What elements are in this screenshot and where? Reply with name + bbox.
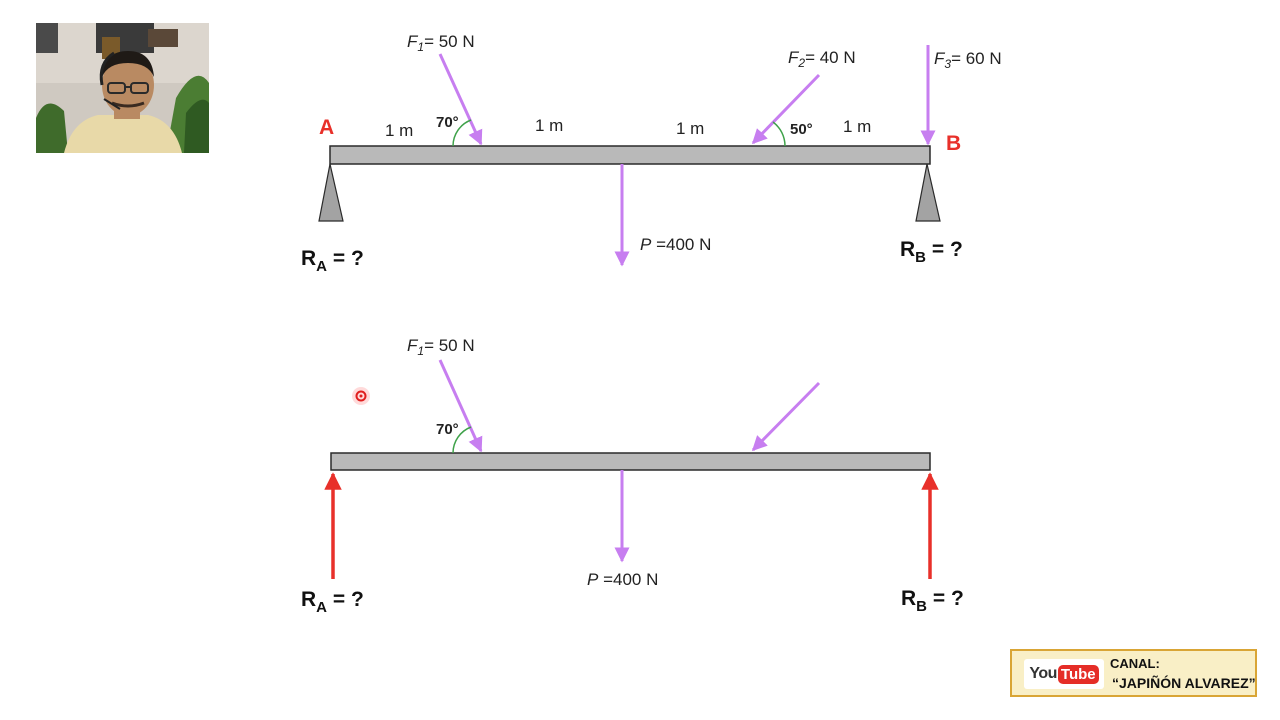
- force-label-f3: F3= 60 N: [934, 49, 1002, 71]
- point-b-label: B: [946, 132, 961, 155]
- force-arrow-f1-bottom: [438, 359, 483, 453]
- angle-label-f2: 50°: [790, 121, 813, 138]
- reaction-label-a: RA = ?: [301, 247, 364, 275]
- span-label-4: 1 m: [843, 117, 871, 136]
- reaction-label-b-bottom: RB = ?: [901, 587, 964, 615]
- angle-arc-f1-bottom: [452, 426, 472, 454]
- channel-badge[interactable]: You Tube CANAL: “JAPIÑÓN ALVAREZ”: [1010, 649, 1257, 697]
- force-arrow-f2-bottom: [751, 381, 821, 452]
- force-label-f1: F1= 50 N: [407, 32, 475, 54]
- support-b: [915, 163, 941, 222]
- load-label-p-bottom: P =400 N: [587, 570, 658, 589]
- reaction-label-a-bottom: RA = ?: [301, 588, 364, 616]
- channel-label: CANAL:: [1110, 656, 1160, 671]
- angle-label-f1-bottom: 70°: [436, 421, 459, 438]
- bottom-beam: [330, 452, 931, 471]
- span-label-2: 1 m: [535, 116, 563, 135]
- load-label-p: P =400 N: [640, 235, 711, 254]
- support-a: [318, 163, 344, 222]
- youtube-logo: You Tube: [1024, 659, 1104, 689]
- force-arrow-f2: [751, 73, 821, 145]
- presenter-video: [36, 23, 209, 153]
- point-a-label: A: [319, 116, 334, 139]
- top-beam: [329, 145, 931, 165]
- reaction-label-b: RB = ?: [900, 238, 963, 266]
- laser-pointer-dot: [352, 387, 370, 405]
- angle-arc-f2: [772, 121, 786, 147]
- force-label-f1-bottom: F1= 50 N: [407, 336, 475, 358]
- youtube-logo-tube: Tube: [1057, 664, 1099, 684]
- youtube-logo-you: You: [1029, 665, 1057, 682]
- channel-name: “JAPIÑÓN ALVAREZ”: [1112, 675, 1256, 691]
- angle-label-f1: 70°: [436, 114, 459, 131]
- span-label-3: 1 m: [676, 119, 704, 138]
- force-label-f2: F2= 40 N: [788, 48, 856, 70]
- webcam-overlay: [36, 23, 209, 153]
- force-arrow-f1: [438, 53, 483, 146]
- bottom-diagram: 70° F1= 50 N P =400 N RA = ? RB = ?: [301, 336, 964, 616]
- angle-arc-f1: [452, 119, 472, 147]
- top-diagram: A B 1 m 1 m 1 m 1 m 70° F1= 50 N 50° F2=…: [301, 32, 1002, 275]
- span-label-1: 1 m: [385, 121, 413, 140]
